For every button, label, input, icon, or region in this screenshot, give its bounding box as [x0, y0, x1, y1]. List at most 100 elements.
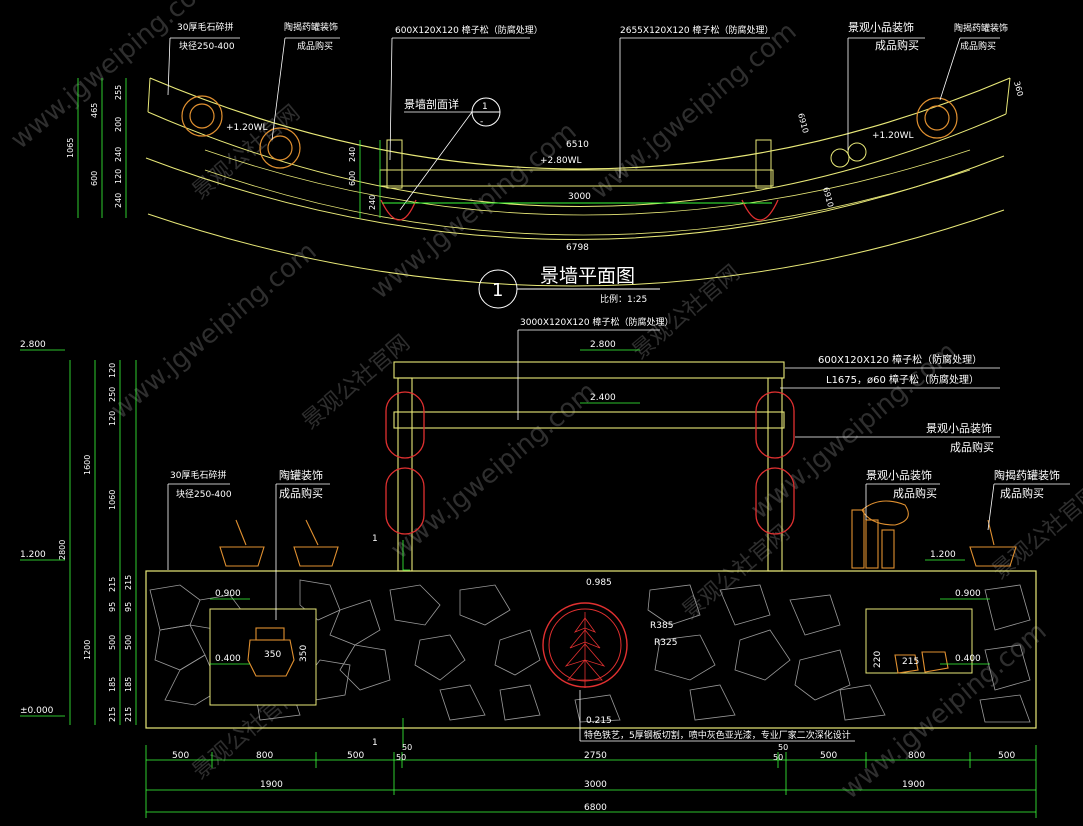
- note-top-beam: 3000X120X120 樟子松（防腐处理）: [520, 316, 673, 328]
- deco-plan: [830, 148, 850, 168]
- watermark-text: www.jgweiping.com: [385, 376, 602, 565]
- note-bottom: 特色铁艺，5厚钢板切割，喷中灰色亚光漆，专业厂家二次深化设计: [584, 729, 851, 741]
- watermark-layer: www.jgweiping.com 景观公社官网 www.jgweiping.c…: [5, 0, 1083, 805]
- note-jar-r-elev: 陶揭药罐装饰: [994, 468, 1060, 482]
- niche-right: [865, 608, 973, 674]
- note-stone-elev-size: 块径250-400: [176, 488, 232, 500]
- elevation-view: 3000X120X120 樟子松（防腐处理） 600X120X120 樟子松（防…: [20, 316, 1070, 818]
- note-jar-buy: 成品购买: [297, 40, 333, 52]
- dim-plan: 200: [114, 117, 123, 132]
- plan-view: 30厚毛石碎拼 块径250-400 陶揭药罐装饰 成品购买 600X120X12…: [66, 20, 1025, 309]
- section-marker-num: 1: [482, 102, 488, 112]
- plan-scale: 比例：1:25: [600, 293, 647, 305]
- dim-plan: 240: [114, 147, 123, 162]
- level-left-top: 2.800: [20, 340, 46, 350]
- dim-elev-col3: 1060: [108, 490, 117, 510]
- level-right: +1.20WL: [872, 131, 914, 141]
- stone-pattern: [149, 579, 1031, 723]
- level-right-mid: 1.200: [930, 550, 956, 560]
- level-left: +1.20WL: [226, 123, 268, 133]
- dim-plan: 465: [90, 103, 99, 118]
- tree-emblem: [564, 612, 606, 688]
- plan-title: 景墙平面图: [540, 265, 635, 287]
- deco-plan: [847, 142, 867, 162]
- plan-arc-inner: [204, 149, 971, 216]
- plan-arc-mid: [145, 155, 1005, 240]
- plan-post-beam: [755, 139, 772, 189]
- hdim: 50: [773, 753, 783, 762]
- hdim: 500: [820, 751, 837, 761]
- hdim: 800: [256, 751, 273, 761]
- dim-plan-outer: 1065: [66, 138, 75, 158]
- level-center: +2.80WL: [540, 156, 582, 166]
- circle-top-level: 0.985: [586, 578, 612, 588]
- level-top: 2.800: [590, 340, 616, 350]
- dim-elev-col3: 215: [108, 577, 117, 592]
- note-jar-right-buy: 成品购买: [960, 40, 996, 52]
- watermark-text: www.jgweiping.com: [105, 236, 322, 425]
- note-deco-r2: 景观小品装饰: [866, 468, 932, 482]
- note-beam-small: 600X120X120 樟子松（防腐处理）: [395, 24, 543, 36]
- niche-right-h: 220: [873, 651, 883, 668]
- section-marker-dash: -: [480, 117, 483, 127]
- dim-elev-outer: 2800: [58, 540, 67, 560]
- dim-plan-side: 6910: [796, 112, 810, 134]
- dim-elev-col3: 500: [108, 635, 117, 650]
- note-jar-right: 陶揭药罐装饰: [954, 22, 1008, 34]
- watermark-text: 景观公社官网: [678, 521, 795, 625]
- note-section-ref: 景墙剖面详: [404, 97, 459, 111]
- note-jar-elev-buy: 成品购买: [279, 486, 323, 500]
- level-beam2: 2.400: [590, 393, 616, 403]
- dim-plan-side: 360: [1012, 80, 1025, 97]
- niche-left-bot: 0.400: [215, 654, 241, 664]
- plan-beam: [379, 169, 774, 187]
- mortar-elev: [219, 500, 1017, 569]
- dim-plan-side: 6910: [821, 186, 835, 208]
- niche-left-h: 350: [299, 645, 309, 662]
- dim-elev-col2: 1200: [83, 640, 92, 660]
- dim-elev-col3: 120: [108, 363, 117, 378]
- dim-elev-col4: 215: [124, 575, 133, 590]
- level-base: ±0.000: [20, 706, 54, 716]
- dim-elev-col3: 250: [108, 387, 117, 402]
- post-dim: 50: [778, 743, 788, 752]
- note-stone-size: 块径250-400: [179, 40, 235, 52]
- elev-vert-dims: [69, 360, 137, 725]
- niche-right-w: 215: [902, 657, 919, 667]
- hdim-row2: 1900: [260, 780, 283, 790]
- radius-1: R385: [650, 621, 673, 631]
- cut-mark: 1: [372, 738, 378, 748]
- plan-arc-end: [147, 77, 1011, 115]
- note-deco-r-buy: 成品购买: [950, 440, 994, 454]
- hdim: 800: [908, 751, 925, 761]
- dim-elev-col3: 120: [108, 411, 117, 426]
- circle-bot-level: 0.215: [586, 716, 612, 726]
- dim-elev-col4: 185: [124, 677, 133, 692]
- note-jar-r-elev-buy: 成品购买: [1000, 486, 1044, 500]
- dim-plan-mid: 240: [348, 147, 357, 162]
- watermark-text: 景观公社官网: [298, 331, 415, 435]
- dim-elev-col4: 215: [124, 707, 133, 722]
- note-stone-elev: 30厚毛石碎拼: [170, 469, 226, 481]
- note-jar-elev: 陶罐装饰: [279, 468, 323, 482]
- dim-plan-mid: 240: [368, 195, 377, 210]
- jar-elev: [247, 627, 949, 677]
- elev-level-lines: [20, 349, 990, 748]
- plan-arc-bottom: [147, 209, 1005, 287]
- dim-elev-col3: 95: [108, 602, 117, 612]
- leader-lines: [167, 37, 1000, 211]
- note-deco-r: 景观小品装饰: [926, 421, 992, 435]
- hdim: 500: [347, 751, 364, 761]
- note-beam-long: 2655X120X120 樟子松（防腐处理）: [620, 24, 773, 36]
- hdim: 500: [172, 751, 189, 761]
- dim-elev-col3: 215: [108, 707, 117, 722]
- level-left-mid: 1.200: [20, 550, 46, 560]
- pergola-elev: [393, 361, 785, 572]
- dim-elev-col3: 185: [108, 677, 117, 692]
- niche-left: [209, 608, 317, 706]
- dim-plan: 255: [114, 85, 123, 100]
- dim-plan: 120: [114, 169, 123, 184]
- niche-left-top: 0.900: [215, 589, 241, 599]
- hdim: 50: [396, 753, 406, 762]
- hdim-total: 6800: [584, 803, 607, 813]
